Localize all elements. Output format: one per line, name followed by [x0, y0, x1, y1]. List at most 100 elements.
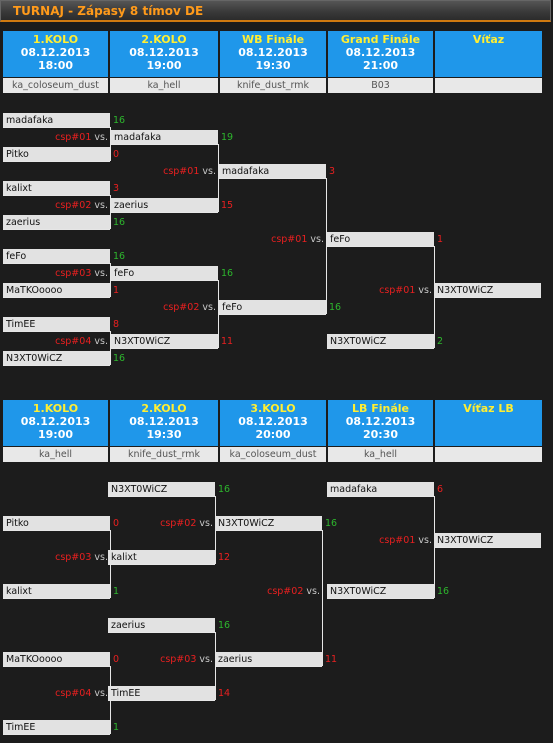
- team-slot[interactable]: kalixt: [3, 181, 110, 196]
- wb-map-1: ka_coloseum_dust: [3, 78, 108, 93]
- match-id[interactable]: csp#01: [55, 132, 92, 143]
- match-id[interactable]: csp#03: [55, 268, 92, 279]
- round-time: 20:30: [362, 428, 398, 441]
- slot-underline: [3, 263, 110, 264]
- slot-underline: [108, 632, 215, 633]
- bracket-connector: [218, 144, 219, 212]
- round-name: LB Finále: [352, 402, 409, 415]
- slot-underline: [219, 178, 326, 179]
- team-slot[interactable]: TimEE: [3, 720, 110, 735]
- match-id[interactable]: csp#04: [55, 688, 92, 699]
- team-score: 1: [113, 285, 120, 296]
- winner-slot[interactable]: N3XT0WiCZ: [434, 533, 541, 548]
- team-slot[interactable]: Pitko: [3, 516, 110, 531]
- round-time: 20:00: [255, 428, 291, 441]
- team-slot[interactable]: zaerius: [215, 652, 322, 667]
- winner-slot[interactable]: N3XT0WiCZ: [434, 283, 541, 298]
- match-label[interactable]: csp#04 vs.: [55, 688, 108, 699]
- team-slot[interactable]: N3XT0WiCZ: [108, 482, 215, 497]
- slot-underline: [3, 666, 110, 667]
- match-id[interactable]: csp#02: [163, 302, 200, 313]
- team-slot[interactable]: N3XT0WiCZ: [327, 334, 434, 349]
- round-time: 19:30: [255, 59, 291, 72]
- team-score: 8: [113, 319, 120, 330]
- round-date: 08.12.2013: [20, 46, 91, 59]
- match-label[interactable]: csp#03 vs.: [160, 654, 213, 665]
- slot-underline: [215, 666, 322, 667]
- round-date: 08.12.2013: [345, 415, 416, 428]
- bracket-connector: [110, 331, 111, 365]
- team-slot[interactable]: madafaka: [3, 113, 110, 128]
- match-label[interactable]: csp#01 vs.: [271, 234, 324, 245]
- team-slot[interactable]: TimEE: [3, 317, 110, 332]
- team-slot[interactable]: N3XT0WiCZ: [215, 516, 322, 531]
- team-score: 16: [325, 518, 338, 529]
- team-slot[interactable]: madafaka: [219, 164, 326, 179]
- match-label[interactable]: csp#01 vs.: [163, 166, 216, 177]
- match-id[interactable]: csp#04: [55, 336, 92, 347]
- match-id[interactable]: csp#01: [271, 234, 308, 245]
- slot-underline: [215, 530, 322, 531]
- team-score: 16: [218, 484, 231, 495]
- slot-underline: [3, 229, 110, 230]
- slot-underline: [3, 195, 110, 196]
- team-score: 15: [221, 200, 234, 211]
- team-slot[interactable]: MaTKOoooo: [3, 652, 110, 667]
- team-slot[interactable]: zaerius: [3, 215, 110, 230]
- match-id[interactable]: csp#03: [55, 552, 92, 563]
- team-score: 0: [113, 149, 120, 160]
- team-slot[interactable]: feFo: [3, 249, 110, 264]
- team-score: 16: [221, 268, 234, 279]
- match-label[interactable]: csp#01 vs.: [379, 285, 432, 296]
- slot-underline: [111, 144, 218, 145]
- match-label[interactable]: csp#02 vs.: [163, 302, 216, 313]
- team-slot[interactable]: zaerius: [108, 618, 215, 633]
- slot-underline: [3, 598, 110, 599]
- match-label[interactable]: csp#02 vs.: [267, 586, 320, 597]
- team-slot[interactable]: N3XT0WiCZ: [111, 334, 218, 349]
- lb-header-col-5: Víťaz LB: [435, 400, 542, 446]
- team-slot[interactable]: madafaka: [327, 482, 434, 497]
- match-label[interactable]: csp#03 vs.: [55, 552, 108, 563]
- match-id[interactable]: csp#02: [160, 518, 197, 529]
- match-id[interactable]: csp#01: [379, 535, 416, 546]
- match-label[interactable]: csp#02 vs.: [160, 518, 213, 529]
- team-slot[interactable]: N3XT0WiCZ: [3, 351, 110, 366]
- team-slot[interactable]: kalixt: [108, 550, 215, 565]
- wb-map-4: B03: [328, 78, 433, 93]
- team-slot[interactable]: Pitko: [3, 147, 110, 162]
- match-label[interactable]: csp#01 vs.: [55, 132, 108, 143]
- team-score: 0: [113, 518, 120, 529]
- match-id[interactable]: csp#01: [163, 166, 200, 177]
- team-slot[interactable]: feFo: [111, 266, 218, 281]
- team-score: 19: [221, 132, 234, 143]
- wb-map-2: ka_hell: [110, 78, 218, 93]
- team-slot[interactable]: MaTKOoooo: [3, 283, 110, 298]
- slot-underline: [434, 547, 541, 548]
- match-label[interactable]: csp#03 vs.: [55, 268, 108, 279]
- match-id[interactable]: csp#03: [160, 654, 197, 665]
- match-id[interactable]: csp#02: [55, 200, 92, 211]
- team-score: 11: [325, 654, 338, 665]
- slot-underline: [219, 314, 326, 315]
- team-score: 0: [113, 654, 120, 665]
- match-label[interactable]: csp#02 vs.: [55, 200, 108, 211]
- team-slot[interactable]: kalixt: [3, 584, 110, 599]
- team-slot[interactable]: feFo: [219, 300, 326, 315]
- team-slot[interactable]: madafaka: [111, 130, 218, 145]
- team-slot[interactable]: N3XT0WiCZ: [327, 584, 434, 599]
- match-label[interactable]: csp#01 vs.: [379, 535, 432, 546]
- match-id[interactable]: csp#01: [379, 285, 416, 296]
- match-label[interactable]: csp#04 vs.: [55, 336, 108, 347]
- team-slot[interactable]: zaerius: [111, 198, 218, 213]
- team-slot[interactable]: feFo: [327, 232, 434, 247]
- slot-underline: [327, 246, 434, 247]
- match-id[interactable]: csp#02: [267, 586, 304, 597]
- round-name: 2.KOLO: [141, 33, 187, 46]
- round-time: 18:00: [37, 59, 73, 72]
- team-slot[interactable]: TimEE: [108, 686, 215, 701]
